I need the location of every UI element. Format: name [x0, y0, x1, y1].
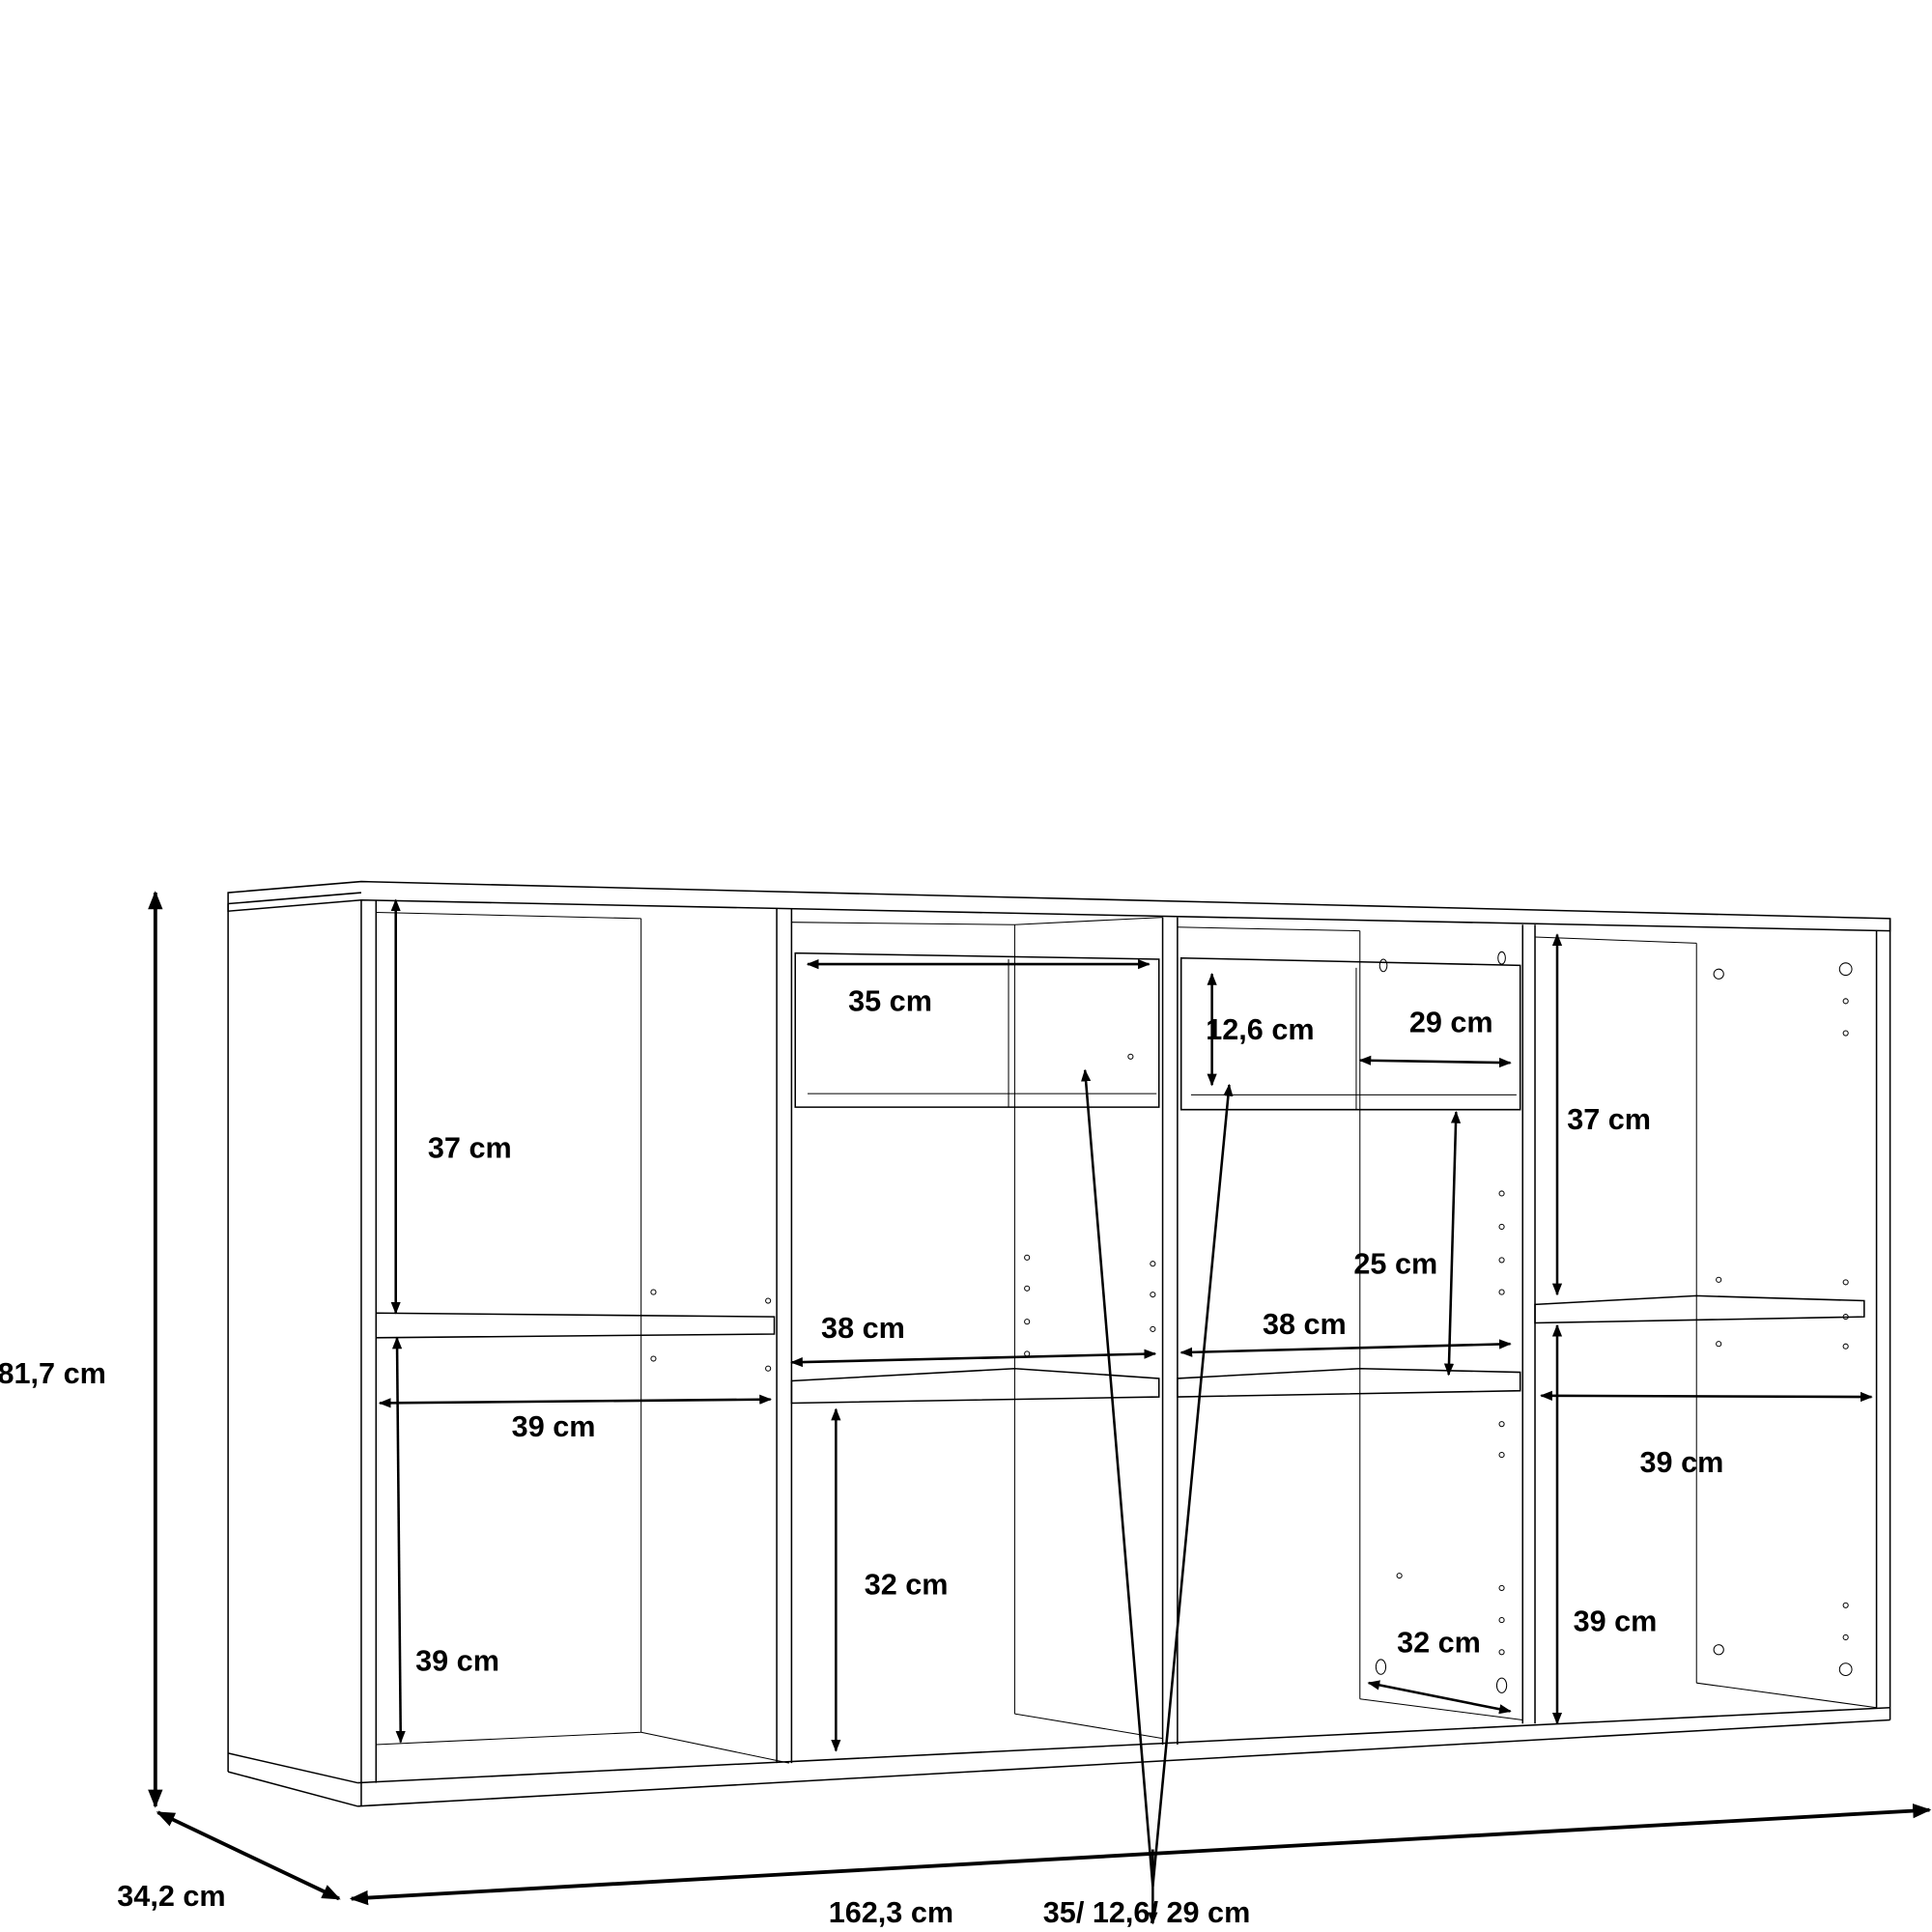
col2-shelf-width-label: 38 cm: [821, 1312, 905, 1345]
col2-drawer-width-label: 35 cm: [848, 985, 932, 1018]
col3-drawer-depth-label: 29 cm: [1409, 1006, 1493, 1038]
door-depths-label: 35/ 12,6/ 29 cm: [1043, 1896, 1251, 1929]
depth-label: 34,2 cm: [117, 1880, 225, 1913]
col1-shelf-width-label: 39 cm: [512, 1410, 596, 1443]
cabinet-outline: [227, 880, 1891, 1807]
col3-bottom-depth-label: 32 cm: [1397, 1626, 1481, 1659]
col4-top-height-label: 37 cm: [1567, 1103, 1651, 1136]
col3-drawer-height-label: 12,6 cm: [1206, 1013, 1314, 1046]
col2-bottom-height-label: 32 cm: [865, 1568, 949, 1601]
width-label: 162,3 cm: [829, 1896, 953, 1929]
dimension-arrows: [148, 891, 1932, 1925]
col4-shelf-width-label: 39 cm: [1640, 1446, 1724, 1479]
col3-shelf-width-label: 38 cm: [1263, 1308, 1347, 1341]
col1-top-height-label: 37 cm: [428, 1131, 512, 1164]
dimension-labels: 81,7 cm 34,2 cm 162,3 cm 35/ 12,6/ 29 cm…: [0, 985, 1723, 1929]
col4-bottom-height-label: 39 cm: [1574, 1605, 1658, 1638]
col1-bottom-height-label: 39 cm: [415, 1644, 499, 1677]
col3-middle-height-label: 25 cm: [1353, 1247, 1437, 1280]
width-arrow: [349, 1803, 1932, 1906]
depth-arrow: [156, 1810, 341, 1901]
height-label: 81,7 cm: [0, 1357, 106, 1390]
